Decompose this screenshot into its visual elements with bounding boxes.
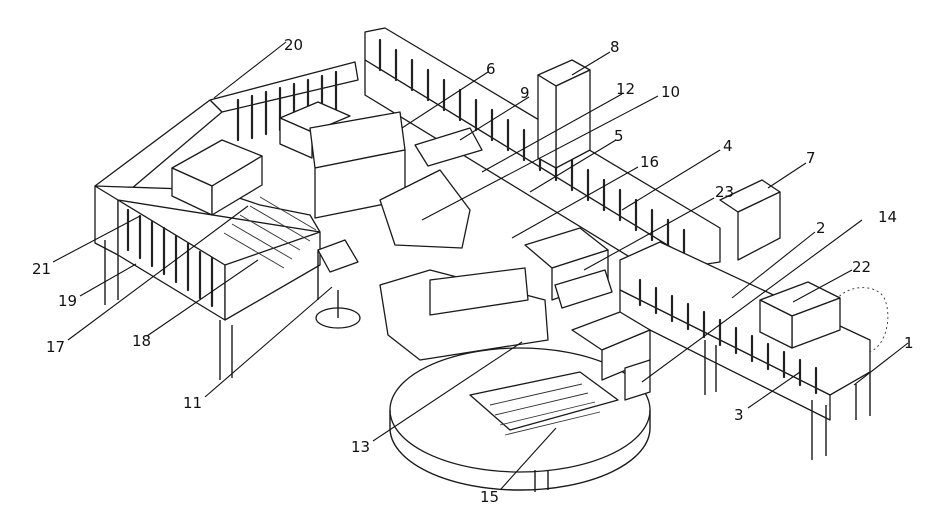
ref-label-19: 19 (58, 292, 77, 310)
ref-label-18: 18 (132, 332, 151, 350)
ref-label-13: 13 (351, 438, 370, 456)
ref-label-9: 9 (520, 84, 530, 102)
ref-label-23: 23 (715, 183, 734, 201)
ref-label-1: 1 (904, 334, 914, 352)
ref-label-15: 15 (480, 488, 499, 506)
ref-label-5: 5 (614, 127, 624, 145)
ref-label-17: 17 (46, 338, 65, 356)
ref-label-3: 3 (734, 406, 744, 424)
ref-label-10: 10 (661, 83, 680, 101)
ref-label-14: 14 (878, 208, 897, 226)
ref-label-4: 4 (723, 137, 733, 155)
ref-label-22: 22 (852, 258, 871, 276)
right-conveyor-structure (620, 242, 888, 460)
ref-label-8: 8 (610, 38, 620, 56)
ref-label-21: 21 (32, 260, 51, 278)
ref-label-20: 20 (284, 36, 303, 54)
ref-label-11: 11 (183, 394, 202, 412)
ref-label-16: 16 (640, 153, 659, 171)
ref-label-2: 2 (816, 219, 826, 237)
ref-label-6: 6 (486, 60, 496, 78)
ref-label-7: 7 (806, 149, 816, 167)
ref-label-12: 12 (616, 80, 635, 98)
